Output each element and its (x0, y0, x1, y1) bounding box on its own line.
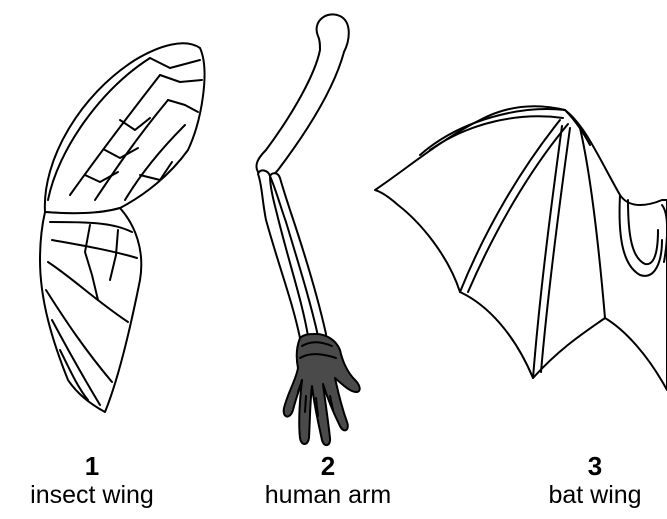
figure-label: bat wing (505, 480, 667, 510)
figure-label: insect wing (2, 480, 182, 510)
hand-bones (284, 334, 360, 445)
figure-number: 1 (2, 452, 182, 480)
caption-insect-wing: 1 insect wing (2, 452, 182, 510)
bat-wing-drawing (375, 106, 667, 390)
figure-number: 2 (238, 452, 418, 480)
insect-wing-drawing (40, 43, 204, 412)
caption-bat-wing: 3 bat wing (505, 452, 667, 510)
caption-human-arm: 2 human arm (238, 452, 418, 510)
hindwing (40, 208, 141, 412)
human-arm-drawing (256, 14, 359, 445)
figure-label: human arm (238, 480, 418, 510)
humerus-bone (256, 14, 348, 177)
figure-number: 3 (505, 452, 667, 480)
